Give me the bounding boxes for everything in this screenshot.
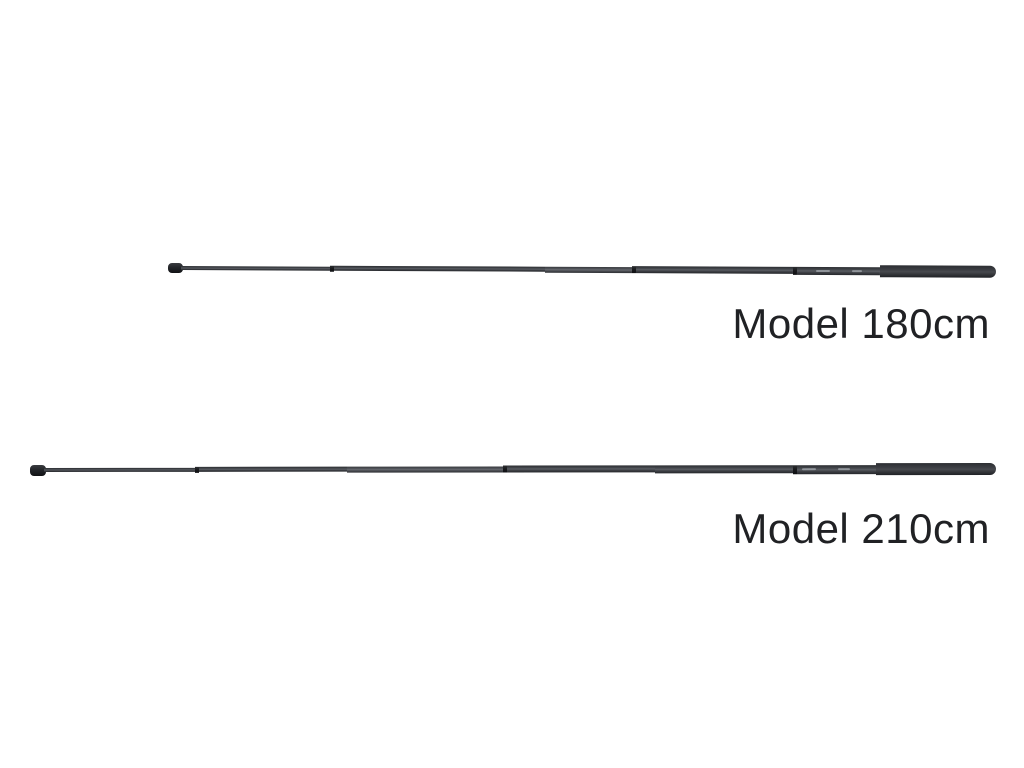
rod-210cm [29, 461, 997, 478]
rod-shaft-segment [654, 465, 794, 474]
rod-shaft-segment [198, 466, 348, 472]
rod-shaft-segment [180, 266, 332, 271]
rod-180cm [167, 260, 997, 280]
shaft-marking [801, 468, 817, 471]
rod-shaft-segment [635, 266, 794, 274]
shaft-marking [837, 468, 851, 471]
rod-handle-grip [879, 265, 997, 278]
rod-shaft-segment [796, 266, 881, 276]
rod-shaft-segment [333, 265, 546, 272]
rod-shaft-segment [346, 466, 504, 473]
rod-shaft-segment [544, 266, 633, 274]
model-label-210: Model 210cm [732, 505, 990, 552]
model-label-180: Model 180cm [732, 300, 990, 347]
rod-shaft-segment [43, 467, 196, 472]
shaft-marking [851, 270, 862, 273]
rod-shaft-segment [506, 465, 656, 473]
shaft-marking [815, 269, 830, 273]
rod-handle-grip [875, 462, 997, 476]
